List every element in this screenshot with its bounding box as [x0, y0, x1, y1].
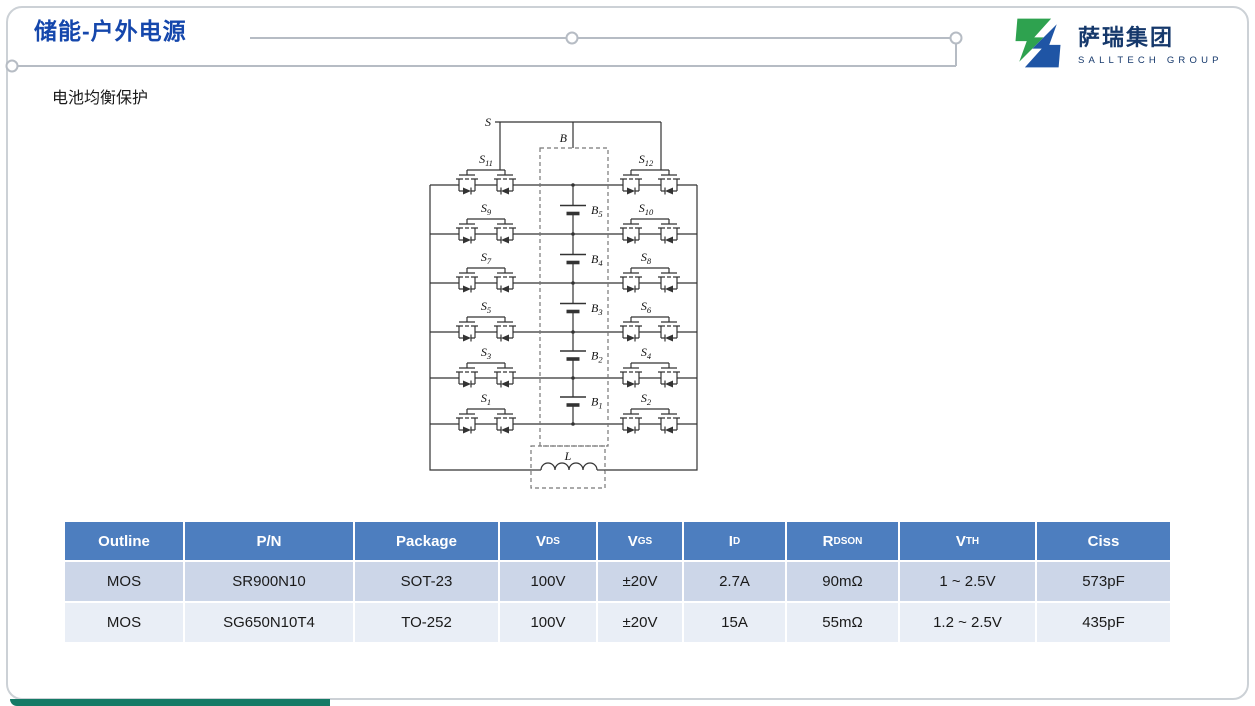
svg-text:S4: S4	[641, 345, 652, 361]
svg-text:S9: S9	[481, 201, 492, 217]
svg-text:B5: B5	[591, 203, 603, 219]
table-cell: 90mΩ	[787, 560, 900, 601]
node-label-s: S	[485, 115, 491, 129]
footer-accent-bar	[10, 699, 330, 706]
svg-text:S8: S8	[641, 250, 652, 266]
top-node-wires: S B	[485, 115, 662, 170]
row-wires	[430, 184, 697, 425]
svg-text:S6: S6	[641, 299, 652, 315]
decor-trace	[5, 31, 963, 73]
table-cell: MOS	[65, 560, 185, 601]
table-cell: 1 ~ 2.5V	[900, 560, 1037, 601]
svg-text:B4: B4	[591, 252, 603, 268]
mosfet-switch-left: S11 S9 S7 S5 S3 S1	[451, 152, 521, 435]
svg-text:B3: B3	[591, 301, 603, 317]
header-cell: Package	[355, 522, 500, 560]
inductor: L	[530, 445, 606, 489]
svg-text:S3: S3	[481, 345, 491, 361]
circuit-diagram: S B S11 S9 S7 S5	[400, 105, 740, 510]
table-cell: ±20V	[598, 601, 684, 642]
svg-text:S2: S2	[641, 391, 652, 407]
table-cell: 2.7A	[684, 560, 787, 601]
header-cell: Ciss	[1037, 522, 1170, 560]
battery-stack: B5 B4 B3 B2 B1	[539, 147, 609, 447]
table-cell: 15A	[684, 601, 787, 642]
table-cell: MOS	[65, 601, 185, 642]
table-cell: 55mΩ	[787, 601, 900, 642]
logo: 萨瑞集团 SALLTECH GROUP	[1008, 14, 1223, 72]
svg-text:S1: S1	[481, 391, 491, 407]
svg-text:S10: S10	[639, 201, 654, 217]
node-label-b: B	[560, 131, 568, 145]
section-subtitle: 电池均衡保护	[52, 90, 149, 107]
table-cell: 100V	[500, 601, 598, 642]
trace-node-icon	[565, 31, 579, 45]
table-cell: TO-252	[355, 601, 500, 642]
logo-name: 萨瑞集团	[1078, 25, 1175, 50]
mosfet-switch-right: S12 S10 S8 S6 S4 S2	[615, 152, 685, 435]
table-cell: 1.2 ~ 2.5V	[900, 601, 1037, 642]
trace-node-icon	[5, 59, 19, 73]
header-cell: Outline	[65, 522, 185, 560]
logo-mark-icon	[1015, 18, 1061, 68]
svg-text:S5: S5	[481, 299, 491, 315]
table-cell: 435pF	[1037, 601, 1170, 642]
page-title: 储能-户外电源	[34, 18, 187, 44]
svg-text:S12: S12	[639, 152, 654, 168]
svg-text:S7: S7	[481, 250, 492, 266]
table-cell: SOT-23	[355, 560, 500, 601]
trace-node-icon	[949, 31, 963, 45]
svg-text:B1: B1	[591, 395, 603, 411]
table-cell: 573pF	[1037, 560, 1170, 601]
svg-text:B2: B2	[591, 349, 603, 365]
table-cell: 100V	[500, 560, 598, 601]
table-cell: ±20V	[598, 560, 684, 601]
logo-subname: SALLTECH GROUP	[1078, 55, 1223, 66]
svg-text:S11: S11	[479, 152, 493, 168]
table-cell: SR900N10	[185, 560, 355, 601]
bus-wires	[429, 185, 698, 471]
table-cell: SG650N10T4	[185, 601, 355, 642]
header-cell: P/N	[185, 522, 355, 560]
inductor-label: L	[564, 449, 572, 463]
